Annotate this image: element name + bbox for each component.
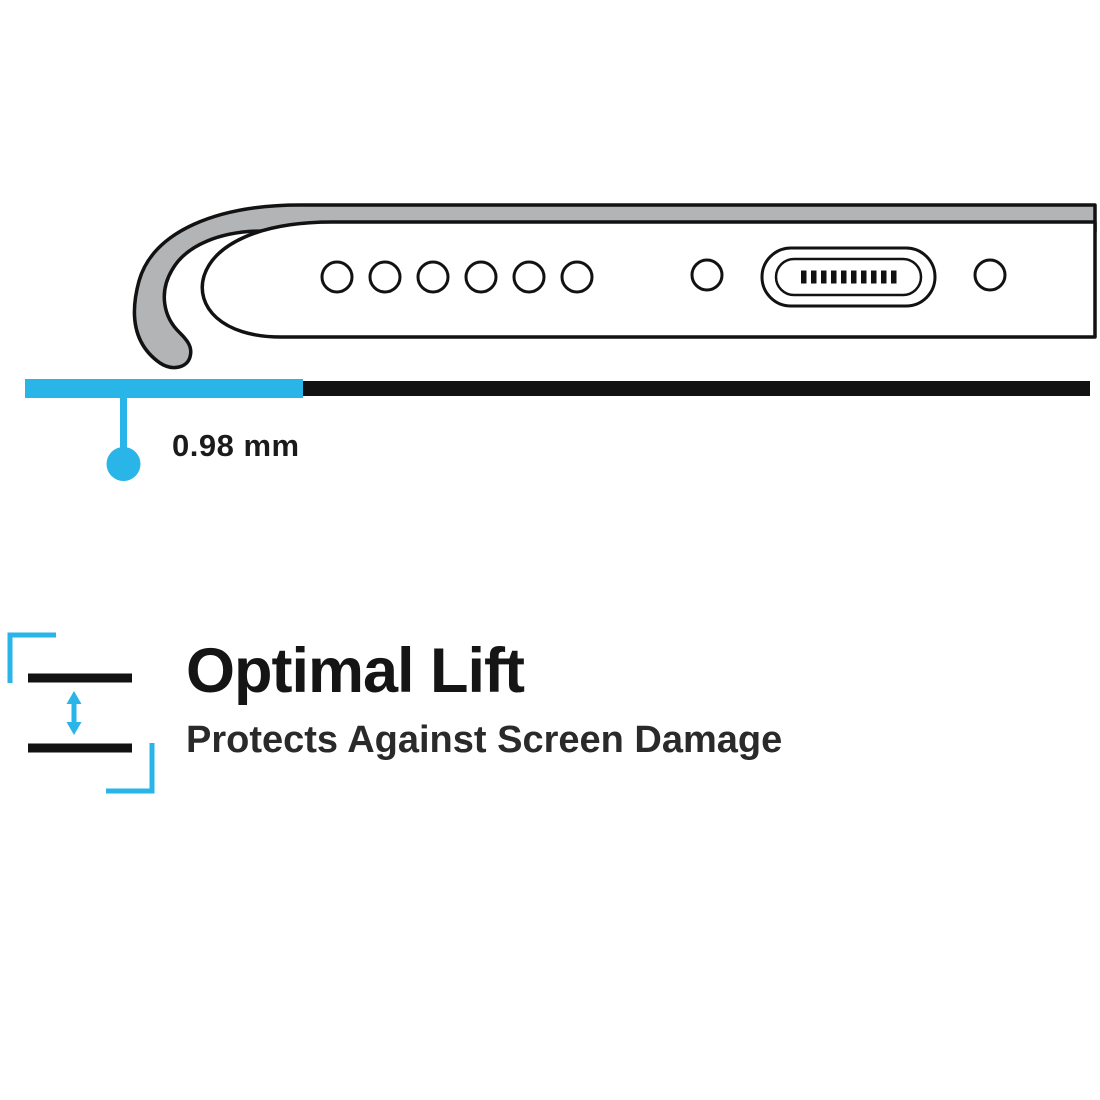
- lift-bar-dark: [303, 381, 1090, 396]
- screw-hole-left: [690, 258, 724, 292]
- feature-title: Optimal Lift: [186, 636, 525, 706]
- feature-subtitle: Protects Against Screen Damage: [186, 719, 783, 761]
- lift-measurement-value: 0.98 mm: [172, 428, 300, 463]
- screw-hole-right: [973, 258, 1007, 292]
- arrow-head-up: [66, 691, 82, 704]
- speaker-hole: [464, 260, 498, 294]
- phone-case-illustration: [132, 203, 1097, 370]
- speaker-hole: [560, 260, 594, 294]
- bracket-bottom-right: [106, 743, 155, 794]
- charge-port-pill: [774, 257, 923, 297]
- pointer-stem: [120, 398, 127, 450]
- speaker-hole: [416, 260, 450, 294]
- lift-measurement-graphic: [25, 379, 1090, 481]
- feature-text-block: Optimal Lift Protects Against Screen Dam…: [186, 636, 783, 761]
- optimal-lift-icon: [7, 632, 155, 794]
- pointer-dot: [106, 447, 141, 481]
- speaker-hole: [320, 260, 354, 294]
- bracket-top-left: [7, 632, 56, 683]
- speaker-hole: [368, 260, 402, 294]
- double-arrow-icon: [66, 691, 82, 735]
- speaker-holes: [320, 260, 594, 294]
- arrow-head-down: [66, 722, 82, 735]
- lift-bar-accent: [25, 379, 303, 398]
- speaker-hole: [512, 260, 546, 294]
